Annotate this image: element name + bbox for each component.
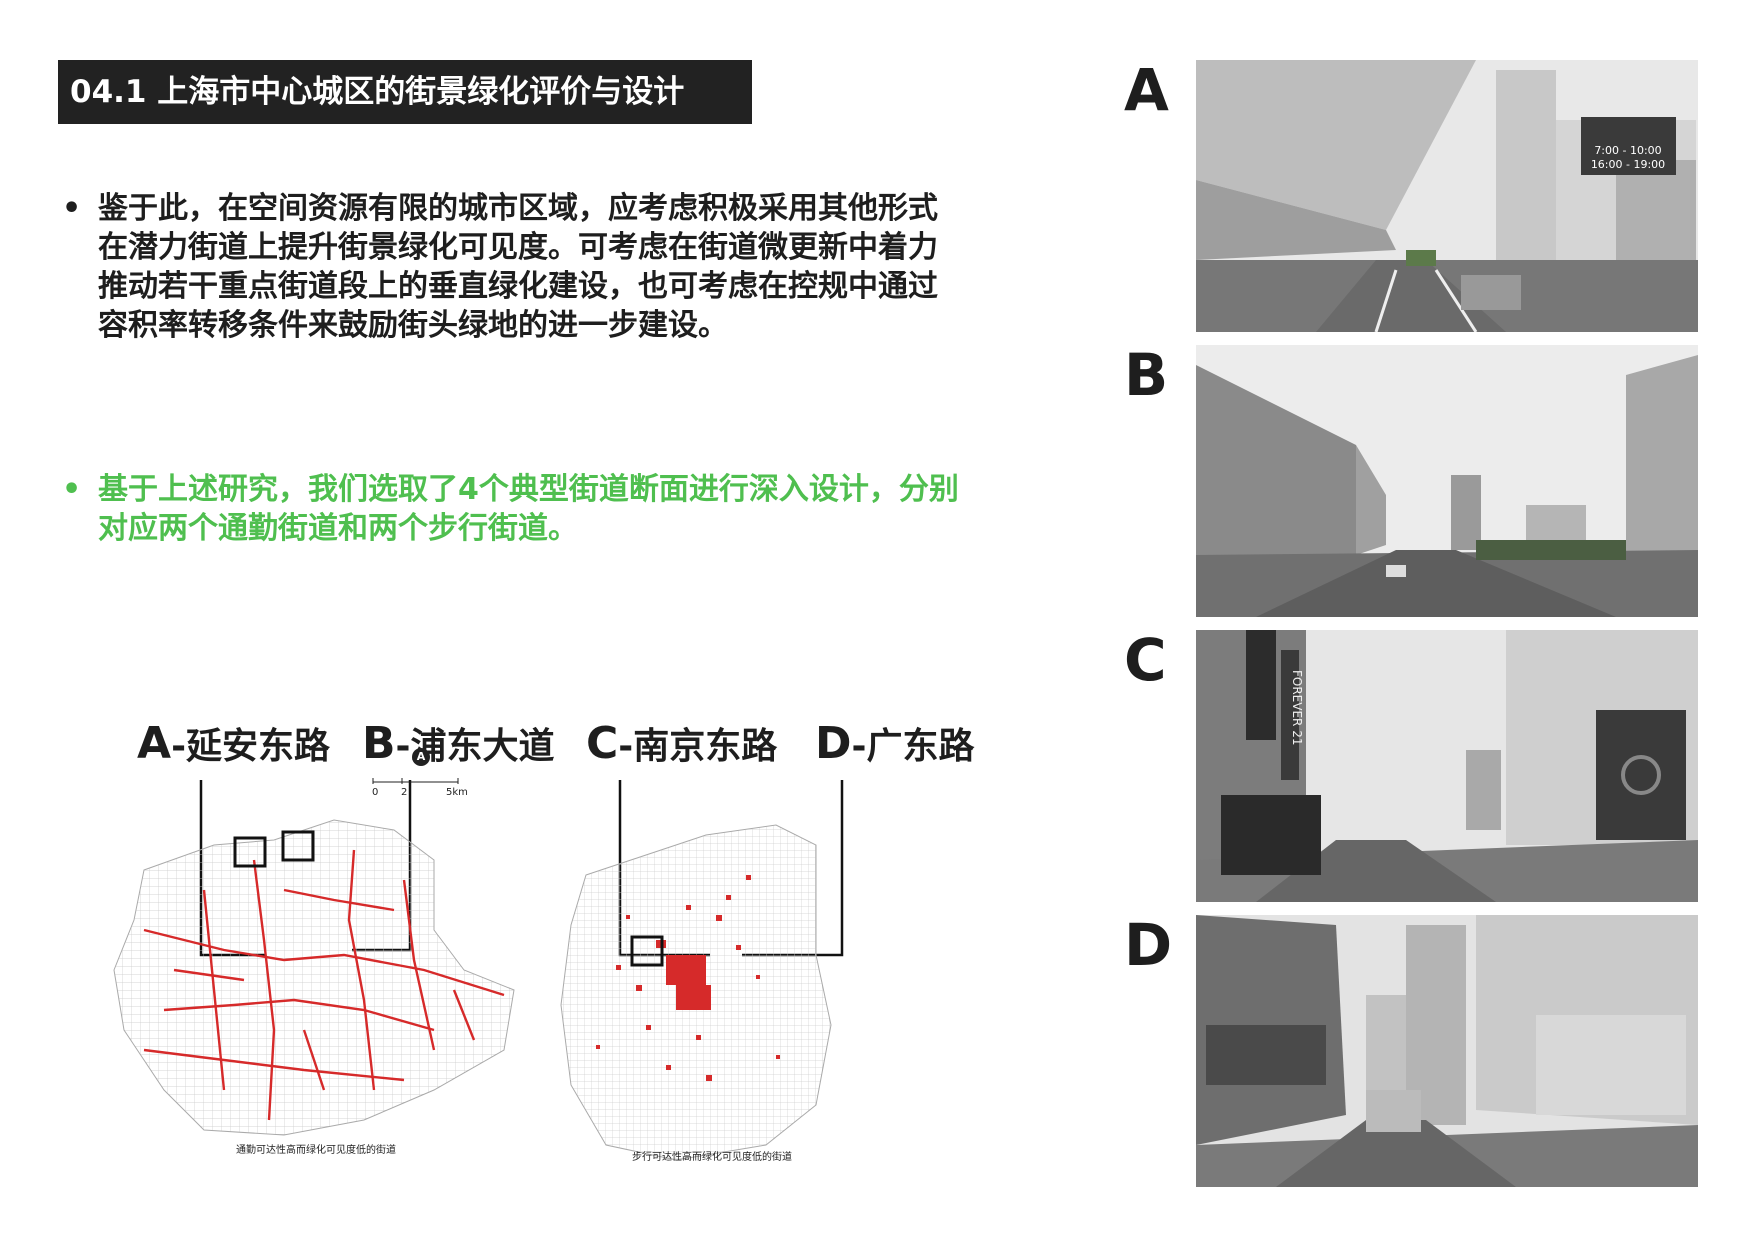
scale-label-2: 2 <box>401 787 408 798</box>
storefront-sign: FOREVER 21 <box>1290 670 1304 745</box>
bullet-text: 基于上述研究，我们选取了4个典型街道断面进行深入设计，分别对应两个通勤街道和两个… <box>98 472 959 546</box>
scale-label-5km: 5km <box>446 787 468 798</box>
photo-letter-b: B <box>1124 341 1169 409</box>
commute-map-caption: 通勤可达性高而绿化可见度低的街道 <box>236 1145 396 1156</box>
scale-label-0: 0 <box>372 787 379 798</box>
road-label-d: D-广东路 <box>815 722 974 769</box>
photo-letter-d: D <box>1124 911 1173 979</box>
bullet-marker: • <box>62 191 82 226</box>
road-letter: B <box>362 718 396 769</box>
street-photo-d <box>1196 915 1698 1187</box>
road-name: -广东路 <box>851 726 975 767</box>
north-arrow-icon: A <box>412 748 430 766</box>
road-name: -延安东路 <box>171 726 331 767</box>
traffic-sign-time-2: 16:00 - 19:00 <box>1591 158 1665 171</box>
scale-bar-line <box>372 778 459 784</box>
city-outline <box>113 819 515 1136</box>
page-title: 04.1 上海市中心城区的街景绿化评价与设计 <box>58 60 752 124</box>
road-letter: D <box>815 718 852 769</box>
bullet-text: 鉴于此，在空间资源有限的城市区域，应考虑积极采用其他形式在潜力街道上提升街景绿化… <box>98 191 938 343</box>
road-label-c: C-南京东路 <box>586 722 777 769</box>
bullet-marker: • <box>62 472 82 507</box>
commute-street-map <box>104 790 524 1150</box>
photo-letter-a: A <box>1124 56 1169 124</box>
road-name: -南京东路 <box>618 726 778 767</box>
road-letter: C <box>586 718 619 769</box>
pedestrian-street-map <box>556 815 836 1165</box>
street-photo-a: 7:00 - 10:00 16:00 - 19:00 <box>1196 60 1698 332</box>
street-photo-b <box>1196 345 1698 617</box>
bullet-paragraph-2: • 基于上述研究，我们选取了4个典型街道断面进行深入设计，分别对应两个通勤街道和… <box>62 470 962 548</box>
pedestrian-map-caption: 步行可达性高而绿化可见度低的街道 <box>632 1152 792 1163</box>
road-letter: A <box>137 718 172 769</box>
photo-letter-c: C <box>1124 626 1167 694</box>
traffic-sign-time-1: 7:00 - 10:00 <box>1594 144 1661 157</box>
street-photo-c: FOREVER 21 <box>1196 630 1698 902</box>
road-label-a: A-延安东路 <box>137 722 330 769</box>
bullet-paragraph-1: • 鉴于此，在空间资源有限的城市区域，应考虑积极采用其他形式在潜力街道上提升街景… <box>62 189 962 345</box>
